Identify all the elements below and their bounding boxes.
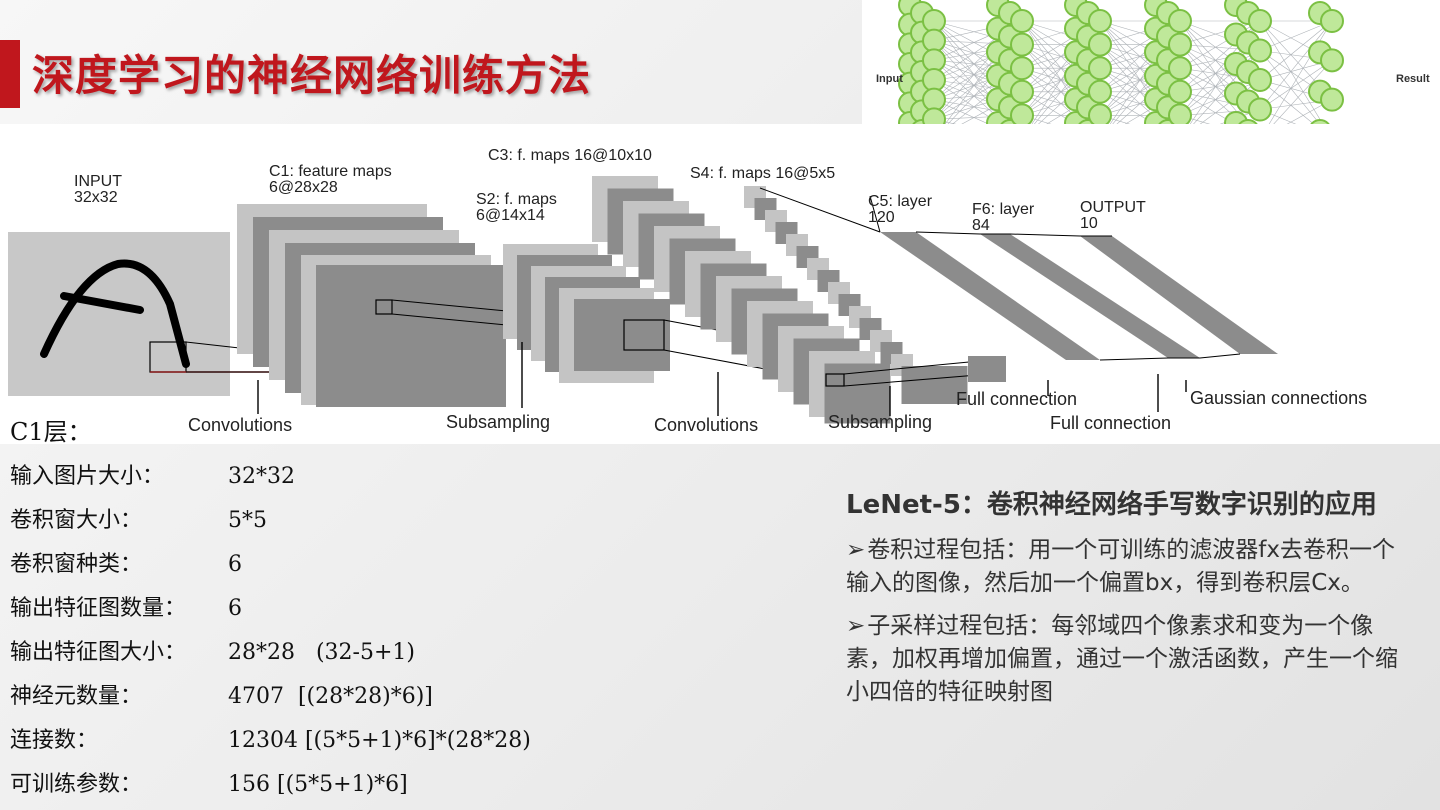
nn-node — [1320, 9, 1344, 33]
param-row: 输入图片大小： 32*32 — [10, 458, 295, 490]
c1-heading: C1层： — [10, 418, 92, 446]
param-value: 32*32 — [228, 464, 295, 489]
full-connection-label-1: Full connection — [956, 389, 1078, 409]
param-row: 输出特征图数量： 6 — [10, 590, 242, 622]
c5-output-square — [968, 356, 1006, 382]
nn-node — [1168, 9, 1192, 33]
nn-node — [1088, 32, 1112, 57]
param-key: 卷积窗种类： — [10, 552, 143, 577]
param-value: 5*5 — [228, 508, 267, 533]
neural-network-diagram: Input Result — [862, 0, 1440, 160]
param-key: 可训练参数： — [10, 772, 143, 797]
nn-svg: Input Result — [876, 0, 1430, 151]
handwritten-a-glyph — [40, 259, 190, 368]
subsampling-label-2: Subsampling — [828, 412, 933, 432]
param-row: 可训练参数： 156 [(5*5+1)*6] — [10, 766, 408, 798]
bullet-text: 子采样过程包括：每邻域四个像素求和变为一个像素，加权再增加偏置，通过一个激活函数… — [846, 613, 1398, 705]
param-value: 12304 [(5*5+1)*6]*(28*28) — [228, 728, 531, 753]
nn-node — [1168, 32, 1192, 57]
bullet-item: ➢卷积过程包括：用一个可训练的滤波器fx去卷积一个输入的图像，然后加一个偏置bx… — [846, 534, 1416, 600]
nn-node — [1248, 38, 1272, 63]
param-key: 连接数： — [10, 728, 99, 753]
nn-node — [1168, 79, 1192, 104]
c1-feature-maps — [237, 204, 506, 407]
param-key: 输出特征图大小： — [10, 640, 187, 665]
param-key: 输出特征图数量： — [10, 596, 187, 621]
c3-feature-maps — [592, 176, 891, 424]
s4-label: S4: f. maps 16@5x5 — [690, 165, 836, 182]
nn-node — [1010, 56, 1034, 81]
param-value: 6 — [228, 552, 242, 577]
lenet-info-title: LeNet-5：卷积神经网络手写数字识别的应用 — [846, 490, 1377, 520]
nn-node — [1320, 48, 1344, 73]
convolutions-label-2: Convolutions — [654, 415, 759, 435]
param-value: 4707 [(28*28)*6)] — [228, 684, 433, 709]
param-row: 连接数： 12304 [(5*5+1)*6]*(28*28) — [10, 722, 531, 754]
param-row: 卷积窗种类： 6 — [10, 546, 242, 578]
nn-node — [1248, 68, 1272, 92]
nn-node — [1248, 97, 1272, 122]
param-key: 输入图片大小： — [10, 464, 165, 489]
param-value: 156 [(5*5+1)*6] — [228, 772, 408, 797]
bullet-item: ➢子采样过程包括：每邻域四个像素求和变为一个像素，加权再增加偏置，通过一个激活函… — [846, 610, 1416, 709]
nn-node — [1010, 9, 1034, 33]
page-title: 深度学习的神经网络训练方法 — [32, 51, 592, 100]
param-row: 神经元数量： 4707 [(28*28)*6)] — [10, 678, 433, 710]
s2-feature-maps — [503, 244, 670, 383]
param-value: 28*28 (32-5+1) — [228, 640, 415, 665]
lenet-info-box: LeNet-5：卷积神经网络手写数字识别的应用 ➢卷积过程包括：用一个可训练的滤… — [846, 486, 1416, 709]
full-connection-label-2: Full connection — [1050, 413, 1172, 433]
param-key: 卷积窗大小： — [10, 508, 143, 533]
s4-feature-maps — [744, 186, 968, 404]
nn-result-label: Result — [1396, 73, 1430, 85]
c3-label: C3: f. maps 16@10x10 — [488, 147, 652, 164]
bullet-arrow-icon: ➢ — [846, 537, 866, 563]
fully-connected-bands — [880, 232, 1278, 360]
param-row: 卷积窗大小： 5*5 — [10, 502, 267, 534]
nn-node — [1088, 56, 1112, 81]
nn-node — [1168, 56, 1192, 81]
nn-input-label: Input — [876, 73, 903, 85]
nn-node — [1010, 32, 1034, 57]
nn-node — [1088, 9, 1112, 33]
title-accent-bar — [0, 40, 20, 108]
lenet-svg — [8, 176, 1278, 424]
subsampling-label-1: Subsampling — [446, 412, 551, 432]
param-value: 6 — [228, 596, 242, 621]
gaussian-connections-label: Gaussian connections — [1190, 388, 1368, 408]
input-image-panel — [8, 232, 230, 396]
nn-node — [1010, 79, 1034, 104]
nn-node — [1320, 87, 1344, 112]
nn-node — [1248, 9, 1272, 33]
bullet-arrow-icon: ➢ — [846, 613, 866, 639]
convolutions-label-1: Convolutions — [188, 415, 293, 435]
nn-node — [1088, 79, 1112, 104]
param-row: 输出特征图大小： 28*28 (32-5+1) — [10, 634, 415, 666]
bullet-text: 卷积过程包括：用一个可训练的滤波器fx去卷积一个输入的图像，然后加一个偏置bx，… — [846, 537, 1395, 596]
feature-map — [901, 366, 968, 404]
param-key: 神经元数量： — [10, 684, 143, 709]
